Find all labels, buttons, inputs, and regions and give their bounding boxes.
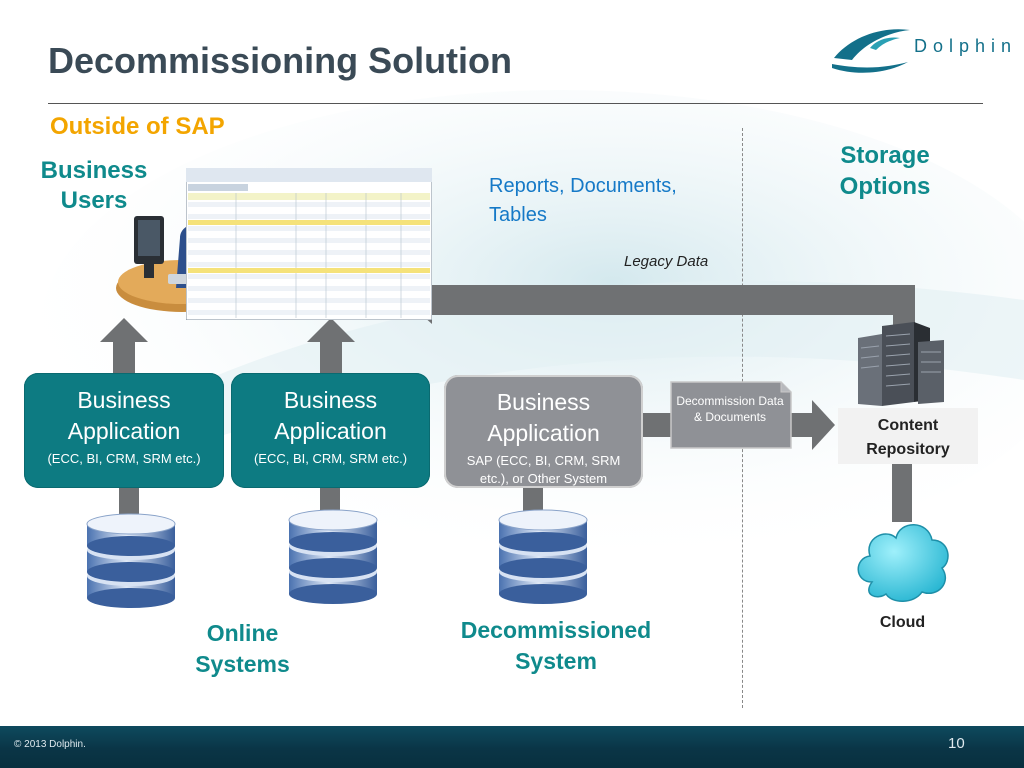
cloud-icon [857, 524, 949, 602]
database-icon [288, 509, 378, 604]
app-subtitle: (ECC, BI, CRM, SRM etc.) [47, 451, 201, 466]
server-rack-icon [858, 322, 944, 406]
copyright-text: © 2013 Dolphin. [14, 739, 86, 750]
connector-app1-db [119, 486, 139, 516]
app-title: Business Application [67, 387, 181, 444]
title-divider [48, 103, 983, 104]
business-application-online-2: Business Application (ECC, BI, CRM, SRM … [231, 373, 430, 488]
up-arrow-app1 [100, 318, 148, 375]
dolphin-logo-icon [832, 29, 910, 73]
legacy-data-arrow [405, 276, 915, 333]
app-subtitle: (ECC, BI, CRM, SRM etc.) [253, 451, 408, 466]
legacy-data-label: Legacy Data [624, 253, 709, 270]
page-title: Decommissioning Solution [48, 40, 513, 81]
decommission-arrow [642, 400, 835, 450]
report-table-screenshot [186, 168, 432, 320]
app-title: Business Application [274, 387, 387, 444]
storage-options-label: Storage Options [839, 142, 931, 200]
business-application-decommissioned: Business Application SAP (ECC, BI, CRM, … [444, 375, 643, 488]
decommission-document-icon [670, 381, 792, 449]
up-arrow-app2 [307, 318, 355, 375]
business-users-label: Business Users [40, 157, 148, 214]
page-subtitle: Outside of SAP [50, 113, 225, 140]
footer-bar [0, 726, 1024, 768]
database-icon [86, 513, 176, 608]
page-number: 10 [948, 735, 965, 752]
cloud-label: Cloud [879, 614, 926, 631]
app-subtitle: SAP (ECC, BI, CRM, SRM etc.), or Other S… [466, 453, 621, 486]
decommission-data-label: Decommission Data & Documents [676, 394, 784, 424]
business-application-online-1: Business Application (ECC, BI, CRM, SRM … [24, 373, 224, 488]
connector-app2-db [320, 486, 340, 516]
connector-repository-cloud [892, 462, 912, 522]
decommissioned-system-label: Decommissioned System [460, 617, 652, 674]
app-title: Business Application [487, 389, 600, 446]
reports-documents-tables-label: Reports, Documents, Tables [489, 175, 677, 226]
content-repository-label: Content Repository [866, 417, 950, 458]
content-repository-box [838, 408, 978, 464]
logo-text: Dolphin [914, 36, 1018, 56]
database-icon [498, 509, 588, 604]
connector-app3-db [523, 486, 543, 516]
online-systems-label: Online Systems [195, 620, 290, 677]
